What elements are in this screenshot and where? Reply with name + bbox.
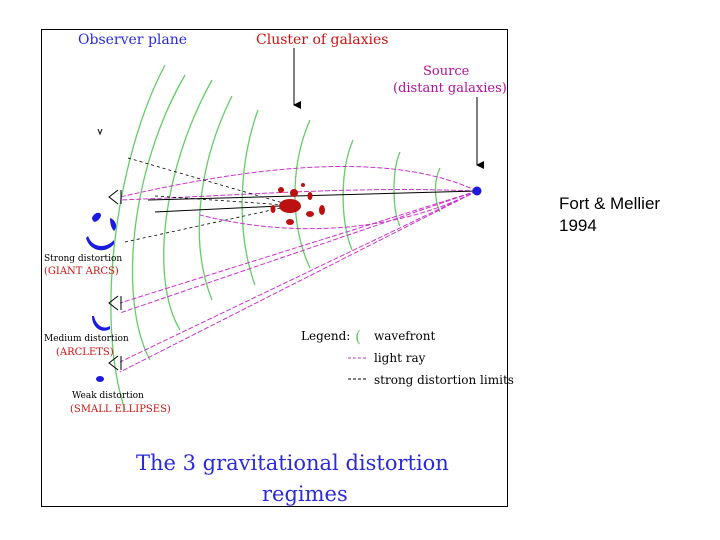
giant-arc-bottom [86, 236, 114, 251]
attribution-credit: Fort & Mellier 1994 [559, 193, 660, 237]
legend-limits-label: strong distortion limits [374, 373, 514, 387]
legend-wavefront-label: wavefront [374, 329, 435, 343]
label-source-line2: (distant galaxies) [393, 81, 507, 96]
ray-lower-arc [199, 190, 478, 230]
wavefront-2 [131, 74, 186, 361]
arclet-image [92, 316, 110, 331]
ray-medium-1 [119, 190, 478, 304]
label-cluster: Cluster of galaxies [256, 32, 388, 48]
wavefront-4 [198, 95, 233, 301]
label-strong-line2: (GIANT ARCS) [44, 266, 119, 277]
credit-year: 1994 [559, 216, 597, 235]
wavefront-9 [434, 167, 441, 213]
observer-tick [97, 128, 103, 136]
wavefront-8 [393, 151, 401, 227]
diagram-title-line2: regimes [262, 482, 348, 506]
legend-light-ray-label: light ray [374, 351, 426, 365]
limit-line-3 [124, 205, 291, 243]
diagram-frame [41, 29, 508, 507]
wavefront-3 [163, 79, 213, 331]
label-strong-line1: Strong distortion [44, 254, 122, 264]
diagram-title-line1: The 3 gravitational distortion [136, 451, 449, 475]
observer-markers [97, 128, 122, 371]
central-ray-2 [154, 204, 301, 213]
observer-eye-medium [108, 295, 122, 311]
label-weak-line2: (SMALL ELLIPSES) [70, 404, 171, 415]
credit-authors: Fort & Mellier [559, 194, 661, 213]
label-weak-line1: Weak distortion [72, 391, 144, 401]
central-ray-1 [147, 190, 478, 201]
ray-weak-1 [119, 190, 478, 363]
giant-arc-top [92, 212, 102, 222]
light-rays [119, 165, 478, 373]
limit-line-2 [154, 195, 301, 207]
source-galaxy-dot [472, 186, 482, 196]
observer-eye-strong [108, 189, 122, 205]
small-ellipse-image [96, 376, 104, 382]
legend-heading: Legend: [301, 329, 350, 343]
label-medium-line1: Medium distortion [44, 334, 129, 344]
giant-arcs-images [86, 212, 117, 251]
giant-arc-right [110, 218, 117, 231]
legend-wavefront-symbol: ( [355, 327, 361, 346]
wavefront-1 [110, 64, 166, 411]
ray-mid-upper [119, 189, 478, 201]
ray-weak-2 [119, 190, 478, 373]
label-medium-line2: (ARCLETS) [56, 347, 114, 358]
label-observer-plane: Observer plane [78, 32, 187, 48]
galaxy-cluster-icon [270, 183, 325, 225]
central-rays [147, 190, 478, 213]
observer-eye-weak [108, 355, 122, 371]
ray-upper-arc [119, 165, 478, 198]
wavefronts [110, 64, 441, 411]
wavefront-5 [241, 109, 259, 286]
legend: Legend: ( wavefront light ray strong dis… [301, 327, 514, 387]
label-source-line1: Source [423, 64, 470, 79]
